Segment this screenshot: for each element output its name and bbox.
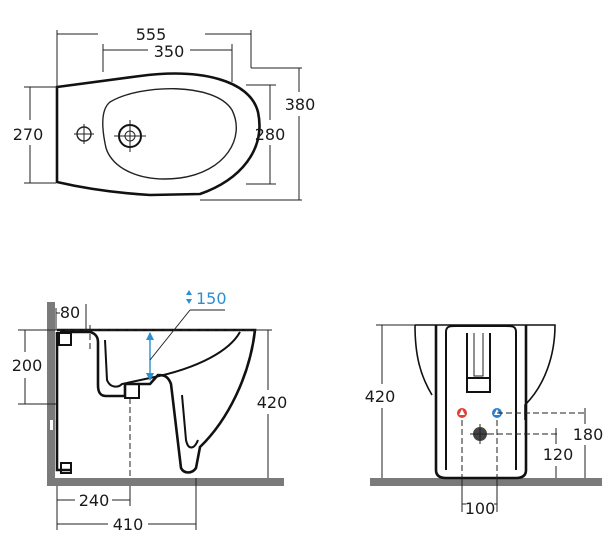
dim-wall-offset: 80 [60, 303, 80, 322]
top-view: 555 350 270 280 380 [13, 25, 316, 201]
front-floor [370, 478, 602, 486]
top-view-bowl [102, 88, 237, 180]
front-view: 420 180 120 100 [365, 324, 604, 518]
dim-bowl-height: 200 [12, 356, 43, 375]
dim-front-total-height: 420 [365, 387, 396, 406]
side-view-body [57, 328, 257, 474]
dim-bowl-length: 350 [154, 42, 185, 61]
side-floor [47, 478, 284, 486]
dim-rim-width: 270 [13, 125, 44, 144]
front-view-pedestal [434, 325, 528, 480]
side-view: 80 200 150 420 240 410 [12, 289, 288, 534]
top-view-outline [55, 72, 261, 197]
dim-bowl-depth: 150 [196, 289, 227, 308]
dim-total-depth: 410 [113, 515, 144, 534]
dim-side-total-height: 420 [257, 393, 288, 412]
dim-overall-width: 380 [285, 95, 316, 114]
dim-supply-height: 180 [573, 425, 604, 444]
side-wall [47, 302, 55, 482]
dim-overall-length: 555 [136, 25, 167, 44]
dim-supply-spacing: 100 [465, 499, 496, 518]
dim-drain-height: 120 [543, 445, 574, 464]
dim-bowl-width: 280 [255, 125, 286, 144]
dim-drain-distance: 240 [79, 491, 110, 510]
